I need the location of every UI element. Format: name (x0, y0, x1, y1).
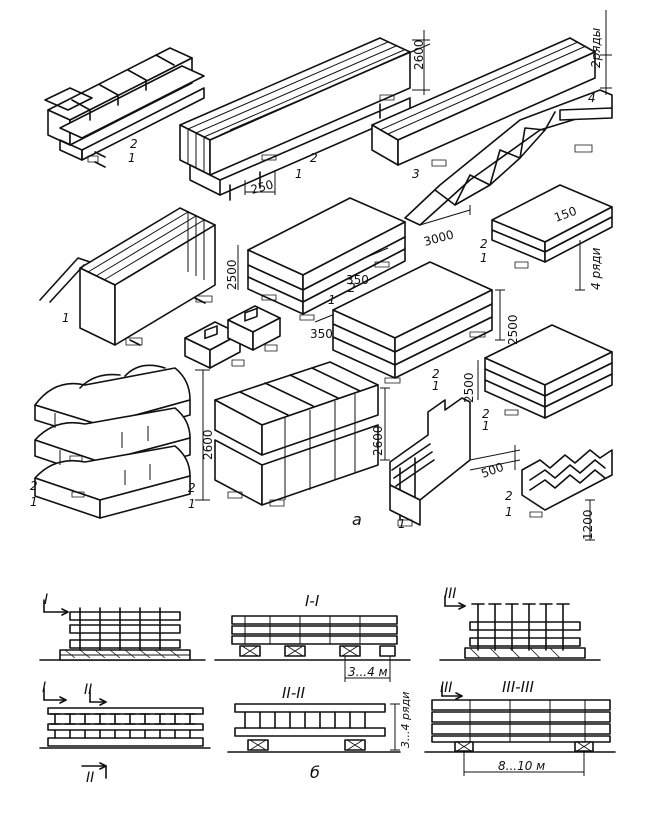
dim-2600-mid: 2600 (371, 425, 385, 456)
callout-1: 1 (482, 419, 490, 433)
section-mark-III: III (444, 586, 456, 602)
panel-aframe-stack (39, 207, 216, 346)
dim-4-rows: 4 ряди (589, 247, 603, 290)
section-mark-II: II (86, 770, 94, 786)
section-mark-I: I (42, 680, 46, 696)
dim-2500-left: 2500 (225, 259, 239, 290)
dim-8-10-m: 8...10 м (498, 759, 545, 773)
section-III-III (424, 685, 616, 776)
slab-stack-right-low (477, 324, 613, 419)
dim-3-4-m: 3...4 м (348, 665, 388, 679)
section-title-III-III: III-III (502, 678, 535, 696)
section-title-I-I: I-I (305, 592, 320, 610)
callout-2: 2 (348, 281, 356, 295)
dim-2600-left: 2600 (201, 429, 215, 460)
small-block-stack (184, 305, 281, 369)
section-mark-III: III (440, 680, 452, 696)
dim-2600-top: 2600 (412, 39, 426, 70)
dim-500: 500 (479, 460, 505, 481)
callout-2: 2 (188, 481, 196, 495)
dim-350-upper: 350 (346, 273, 369, 287)
dim-3-4-rows: 3...4 ряди (399, 692, 412, 748)
stair-flight-stack (389, 397, 521, 527)
slab-stack-center (237, 197, 406, 323)
curved-block-stack (34, 364, 210, 519)
callout-1: 1 (30, 495, 38, 509)
callout-1: 1 (62, 311, 70, 325)
section-III-front (439, 595, 601, 661)
callout-1: 1 (295, 167, 303, 181)
section-II-front (39, 687, 211, 779)
section-I-front (39, 599, 206, 661)
callout-3: 3 (412, 167, 420, 181)
callout-2: 2 (310, 151, 318, 165)
section-I-I (214, 615, 411, 682)
dim-250: 250 (249, 177, 275, 196)
dim-3000: 3000 (422, 227, 455, 248)
dim-2500-right: 2500 (462, 372, 476, 403)
long-beam-stack (179, 30, 431, 201)
panel-label-b: б (310, 763, 320, 782)
dim-350-lower: 350 (310, 327, 333, 341)
slab-stack-right-top (491, 184, 613, 291)
callout-1: 1 (398, 517, 406, 531)
dim-2500-mid: 2500 (506, 314, 520, 345)
callout-4: 4 (588, 91, 596, 105)
labels-part-b: I I-I III 3...4 м I II II II-II 3...4 ря… (42, 586, 545, 786)
callout-2: 2 (505, 489, 513, 503)
section-II-II (227, 703, 401, 753)
dim-2-rows: 2ряды (589, 28, 603, 68)
callout-2: 2 (30, 479, 38, 493)
callout-1: 1 (188, 497, 196, 511)
dim-1200: 1200 (581, 509, 595, 540)
section-title-II-II: II-II (282, 684, 306, 702)
callout-2: 2 (130, 137, 138, 151)
callout-1: 1 (432, 379, 440, 393)
callout-1: 1 (328, 293, 336, 307)
callout-1: 1 (505, 505, 513, 519)
ribbed-block-stack (214, 361, 390, 507)
callout-2: 2 (432, 367, 440, 381)
callout-2: 2 (480, 237, 488, 251)
callout-1: 1 (480, 251, 488, 265)
section-mark-I: I (44, 592, 48, 608)
callout-2: 2 (482, 407, 490, 421)
crossbar-stack (44, 47, 205, 168)
callout-1: 1 (128, 151, 136, 165)
section-mark-II: II (84, 682, 92, 698)
truss-stack (371, 10, 613, 226)
slab-stack-right-mid (332, 261, 505, 384)
panel-label-a: а (352, 510, 362, 529)
zigzag-element-stack (521, 449, 613, 541)
